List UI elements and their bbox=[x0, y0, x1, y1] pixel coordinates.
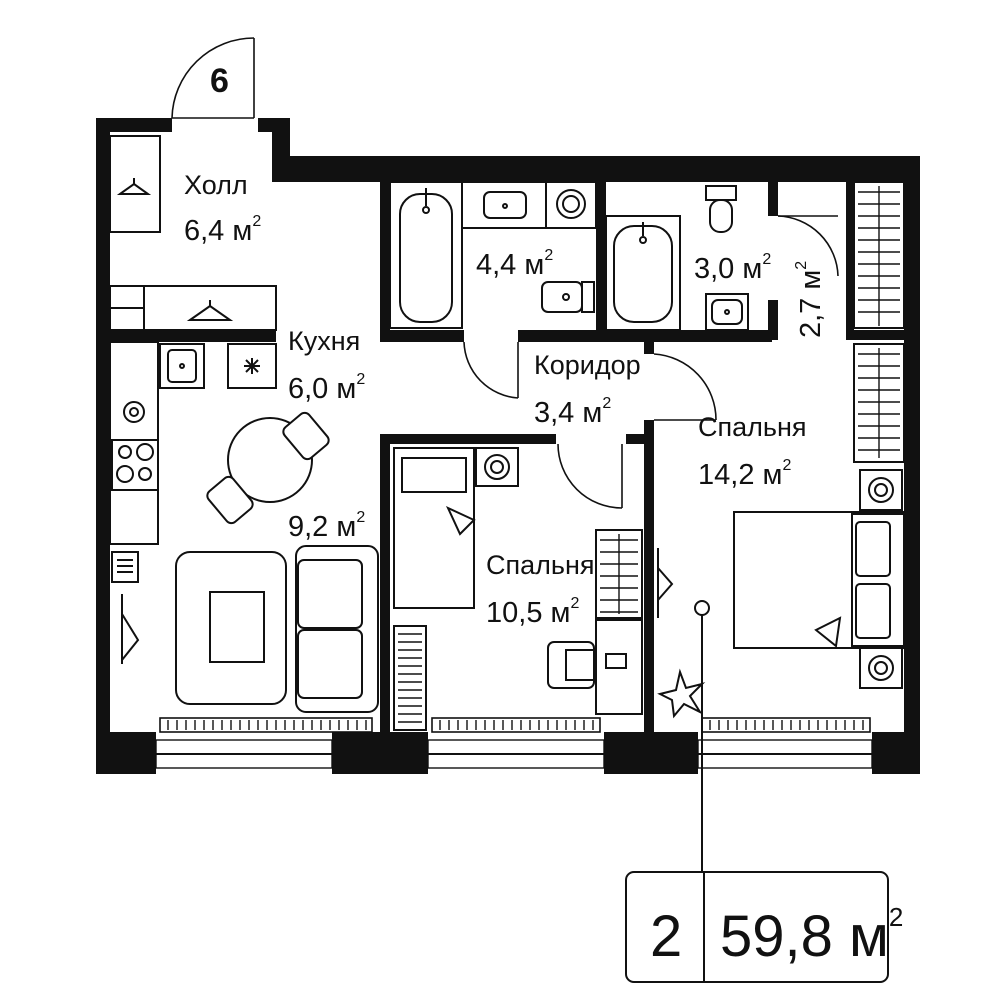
bathroom-2 bbox=[605, 185, 749, 331]
walls bbox=[96, 118, 920, 774]
wardrobes-right bbox=[853, 181, 905, 463]
living-area: 9,2 м2 bbox=[288, 509, 365, 543]
bedroom-small-area: 10,5 м2 bbox=[486, 595, 579, 629]
hall-wardrobe bbox=[109, 135, 277, 331]
bedroom-large-area: 14,2 м2 bbox=[698, 457, 791, 491]
kitchen-name: Кухня bbox=[288, 326, 360, 356]
bedroom-small-furniture bbox=[393, 447, 643, 731]
corridor-area: 3,4 м2 bbox=[534, 395, 611, 429]
hall-area: 6,4 м2 bbox=[184, 213, 261, 247]
bath2-area: 3,0 м2 bbox=[694, 251, 771, 285]
entrance-number: 6 bbox=[210, 62, 229, 100]
doors bbox=[463, 215, 839, 509]
section-marker bbox=[694, 600, 710, 886]
radiators bbox=[159, 717, 871, 733]
entrance-door: 6 bbox=[171, 37, 255, 119]
living-furniture bbox=[111, 545, 379, 713]
bedroom-small-name: Спальня bbox=[486, 550, 595, 580]
room-labels: Холл 6,4 м2 4,4 м2 3,0 м2 2,7 м2 Кухня 6… bbox=[184, 170, 827, 629]
closet-area: 2,7 м2 bbox=[793, 261, 827, 338]
bathroom-1 bbox=[389, 181, 597, 329]
bath1-area: 4,4 м2 bbox=[476, 247, 553, 281]
hall-name: Холл bbox=[184, 170, 248, 200]
summary-box: 2 59,8 м2 bbox=[625, 871, 903, 983]
total-area: 59,8 м2 bbox=[720, 902, 903, 969]
corridor-name: Коридор bbox=[534, 350, 641, 380]
bedroom-large-name: Спальня bbox=[698, 412, 807, 442]
dining-table bbox=[206, 411, 330, 525]
rooms-count: 2 bbox=[650, 904, 682, 969]
bedroom-large-furniture bbox=[657, 469, 905, 719]
kitchen-unit bbox=[109, 341, 277, 545]
kitchen-area: 6,0 м2 bbox=[288, 371, 365, 405]
windows bbox=[155, 739, 873, 769]
